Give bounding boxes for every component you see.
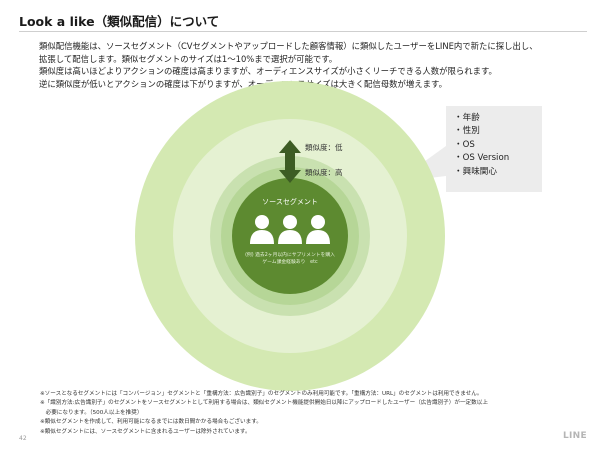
similarity-low-label: 類似度：低 — [305, 142, 343, 152]
title-divider — [19, 31, 587, 32]
attribute-item: ・OS — [454, 139, 475, 150]
similarity-high-label: 類似度：高 — [305, 167, 343, 177]
person-icon — [306, 215, 330, 244]
footnote-line: ※類似セグメントには、ソースセグメントに含まれるユーザーは除外されています。 — [40, 428, 251, 435]
footnote-line: ※「識別方法:広告識別子」のセグメントをソースセグメントとして利用する場合は、類… — [40, 400, 488, 407]
intro-line: 類似配信機能は、ソースセグメント（CVセグメントやアップロードした顧客情報）に類… — [39, 41, 538, 51]
intro-line: 類似度は高いほどよりアクションの確度は高まりますが、オーディエンスサイズが小さく… — [39, 66, 497, 76]
person-icon — [250, 215, 274, 244]
page-title: Look a like（類似配信）について — [19, 14, 220, 29]
attribute-list: ・年齢 ・性別 ・OS ・OS Version ・興味関心 — [446, 106, 542, 179]
intro-line: 拡張して配信します。類似セグメントのサイズは1～10%まで選択が可能です。 — [39, 53, 338, 64]
source-segment-label: ソースセグメント — [262, 197, 318, 206]
person-icon — [278, 215, 302, 244]
attribute-item: ・OS Version — [454, 153, 510, 164]
source-example-text: ゲーム課金経験あり etc — [262, 258, 318, 265]
attribute-item: ・性別 — [454, 126, 480, 137]
intro-line: 逆に類似度が低いとアクションの確度は下がりますが、オーディエンスサイズは大きく配… — [39, 78, 447, 89]
intro-text: 類似配信機能は、ソースセグメント（CVセグメントやアップロードした顧客情報）に類… — [39, 40, 594, 90]
double-arrow-icon — [279, 140, 301, 183]
line-logo: LINE — [563, 431, 587, 441]
targeting-attributes-callout: ・年齢 ・性別 ・OS ・OS Version ・興味関心 — [446, 106, 542, 192]
footnote-line: ※ソースとなるセグメントには「コンバージョン」セグメントと「重構方法：広告識別子… — [40, 391, 483, 397]
attribute-item: ・年齢 — [454, 113, 480, 123]
footnotes: ※ソースとなるセグメントには「コンバージョン」セグメントと「重構方法：広告識別子… — [40, 390, 590, 437]
footnote-line: 必要になります。（500人以上を推奨） — [40, 409, 143, 416]
source-example-text: (例) 過去2ヶ月以内にサプリメントを購入 — [245, 251, 335, 258]
attribute-item: ・興味関心 — [454, 166, 497, 177]
footnote-line: ※類似セグメントを作成して、利用可能になるまでには数日間かかる場合もございます。 — [40, 419, 262, 426]
page-number: 42 — [19, 435, 27, 442]
